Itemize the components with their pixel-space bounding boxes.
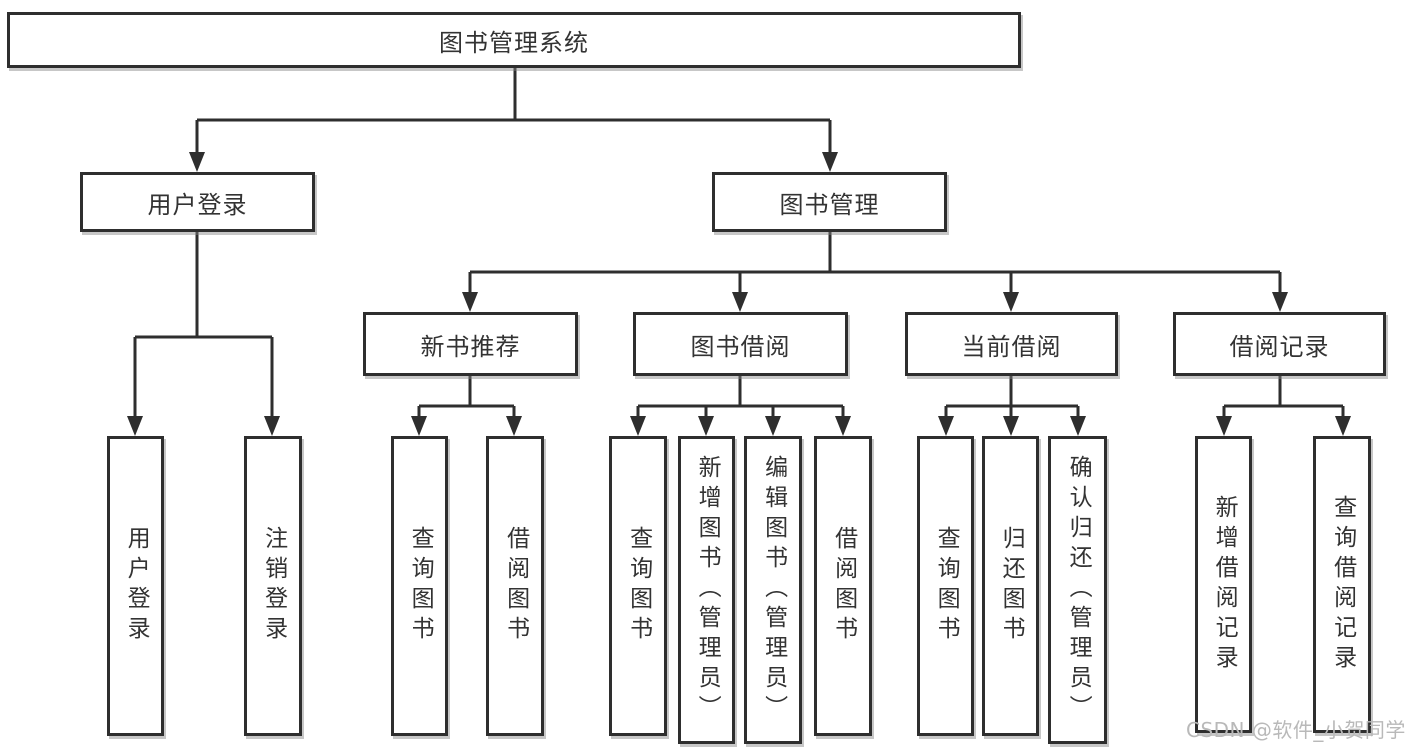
- node-query-books-borrow: 查询图书: [609, 436, 667, 736]
- node-add-borrow-record: 新增借阅记录: [1195, 436, 1252, 733]
- node-borrow-records: 借阅记录: [1173, 312, 1386, 376]
- node-edit-books-admin: 编辑图书（管理员）: [744, 436, 802, 744]
- node-query-borrow-record: 查询借阅记录: [1313, 436, 1371, 733]
- node-library-system: 图书管理系统: [7, 12, 1021, 68]
- node-borrow-books-borrow: 借阅图书: [814, 436, 872, 736]
- node-new-book-recommend: 新书推荐: [363, 312, 578, 376]
- node-user-login-action: 用户登录: [107, 436, 164, 736]
- node-current-borrow: 当前借阅: [905, 312, 1118, 376]
- node-query-books-current: 查询图书: [917, 436, 974, 736]
- node-borrow-books-newbook: 借阅图书: [486, 436, 544, 736]
- node-query-books-newbook: 查询图书: [391, 436, 448, 736]
- arrowheads: [127, 152, 1351, 436]
- node-add-books-admin: 新增图书（管理员）: [678, 436, 735, 744]
- node-logout: 注销登录: [244, 436, 302, 736]
- node-book-management: 图书管理: [712, 172, 947, 232]
- watermark: CSDN @软件_小贺同学: [1186, 718, 1405, 742]
- node-confirm-return-admin: 确认归还（管理员）: [1048, 436, 1107, 744]
- node-return-books: 归还图书: [982, 436, 1039, 736]
- node-user-login: 用户登录: [80, 172, 315, 232]
- node-book-borrow: 图书借阅: [633, 312, 848, 376]
